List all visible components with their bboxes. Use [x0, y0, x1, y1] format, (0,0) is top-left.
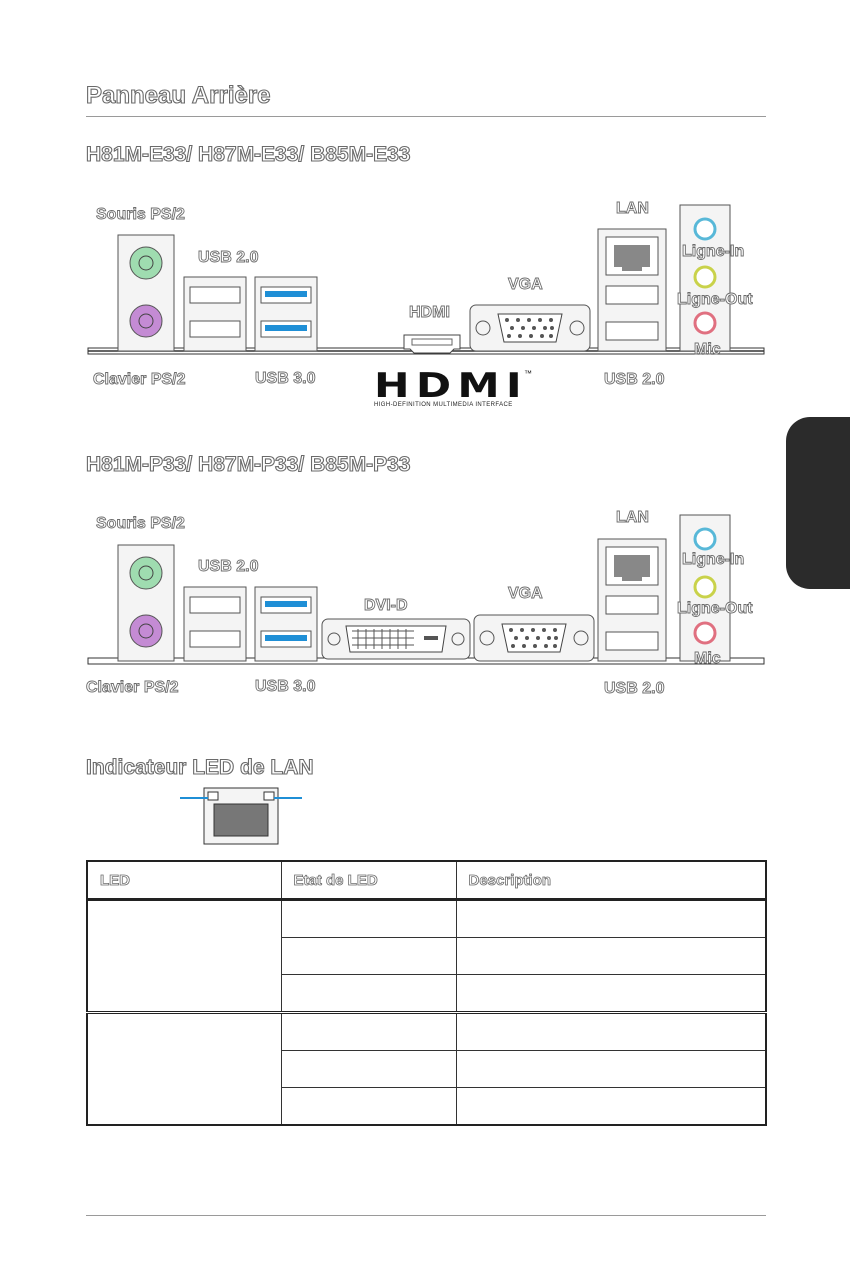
mic-label: Mic — [694, 341, 722, 359]
table-cell — [280, 899, 457, 938]
usb2-port-icon — [605, 631, 659, 651]
table-row — [87, 937, 767, 975]
footer-rule — [86, 1215, 766, 1216]
led-left-icon — [207, 791, 219, 801]
table-cell — [280, 1050, 457, 1088]
ps2-mouse-port-icon — [129, 246, 163, 280]
hdmi-label: HDMI — [409, 304, 451, 322]
side-tab — [786, 417, 850, 589]
table-row — [87, 1087, 767, 1126]
table-row — [86, 899, 767, 1013]
usb2-port-icon — [189, 320, 241, 338]
ps2-keyboard-label: Clavier PS/2 — [86, 679, 179, 697]
hdmi-logo-wordmark: HDMI — [374, 366, 528, 406]
usb3-port-icon — [265, 635, 307, 641]
hdmi-logo: HDMI ™ HIGH-DEFINITION MULTIMEDIA INTERF… — [374, 369, 532, 408]
usb3-label: USB 3.0 — [255, 678, 316, 696]
table-cell — [455, 937, 767, 975]
ps2-keyboard-label: Clavier PS/2 — [93, 371, 186, 389]
usb2-left-label: USB 2.0 — [198, 558, 259, 576]
usb2-port-icon — [189, 630, 241, 648]
table-cell — [455, 899, 767, 938]
usb3-port-icon — [265, 291, 307, 297]
line-in-jack-icon — [693, 217, 717, 241]
usb2-port-icon — [189, 286, 241, 304]
table-cell — [86, 1011, 282, 1126]
hdmi-logo-tm: ™ — [524, 369, 532, 378]
table-row — [87, 974, 767, 1013]
table-cell — [455, 974, 767, 1013]
table-cell — [280, 1011, 457, 1051]
lan-led-diagram — [180, 787, 302, 845]
table-header-row: LED Etat de LED Description — [86, 860, 767, 901]
table-cell — [455, 1050, 767, 1088]
table-header: Description — [455, 860, 767, 901]
mic-jack-icon — [693, 311, 717, 335]
usb2-right-label: USB 2.0 — [604, 371, 665, 389]
usb2-right-label: USB 2.0 — [604, 680, 665, 698]
led-section-heading: Indicateur LED de LAN — [85, 755, 314, 779]
line-out-label: Ligne-Out — [677, 291, 753, 309]
mic-label: Mic — [694, 650, 722, 668]
ps2-keyboard-port-icon — [129, 614, 163, 648]
table-row — [86, 1011, 767, 1126]
section1-diagram — [87, 204, 765, 355]
lan-label: LAN — [616, 509, 650, 527]
usb2-port-icon — [189, 596, 241, 614]
line-out-jack-icon — [693, 265, 717, 289]
table-row — [87, 1050, 767, 1088]
table-cell — [455, 1011, 767, 1051]
ps2-mouse-label: Souris PS/2 — [96, 206, 186, 224]
usb3-port-icon — [265, 601, 307, 607]
table-cell — [280, 937, 457, 975]
usb2-port-icon — [605, 595, 659, 615]
ps2-mouse-port-icon — [129, 556, 163, 590]
line-in-label: Ligne-In — [682, 551, 745, 569]
section2-diagram — [87, 514, 765, 665]
line-in-label: Ligne-In — [682, 243, 745, 261]
section1-heading: H81M-E33/ H87M-E33/ B85M-E33 — [85, 142, 411, 166]
dvi-label: DVI-D — [364, 597, 408, 615]
vga-label: VGA — [508, 276, 544, 294]
table-header: LED — [86, 860, 282, 901]
usb2-left-label: USB 2.0 — [198, 249, 259, 267]
ps2-mouse-label: Souris PS/2 — [96, 515, 186, 533]
table-cell — [280, 974, 457, 1013]
led-right-icon — [263, 791, 275, 801]
section2-heading: H81M-P33/ H87M-P33/ B85M-P33 — [85, 452, 411, 476]
vga-label: VGA — [508, 585, 544, 603]
line-out-jack-icon — [693, 575, 717, 599]
ps2-keyboard-port-icon — [129, 304, 163, 338]
table-cell — [280, 1087, 457, 1126]
table-header: Etat de LED — [280, 860, 457, 901]
table-cell — [86, 899, 282, 1013]
mic-jack-icon — [693, 621, 717, 645]
title-rule — [86, 116, 766, 117]
usb3-label: USB 3.0 — [255, 370, 316, 388]
usb2-port-icon — [605, 285, 659, 305]
lan-label: LAN — [616, 200, 650, 218]
page-title: Panneau Arrière — [85, 81, 271, 109]
usb2-port-icon — [605, 321, 659, 341]
line-in-jack-icon — [693, 527, 717, 551]
line-out-label: Ligne-Out — [677, 600, 753, 618]
usb3-port-icon — [265, 325, 307, 331]
led-table: LED Etat de LED Description — [86, 860, 767, 1126]
table-cell — [455, 1087, 767, 1126]
hdmi-logo-tagline: HIGH-DEFINITION MULTIMEDIA INTERFACE — [374, 402, 513, 408]
